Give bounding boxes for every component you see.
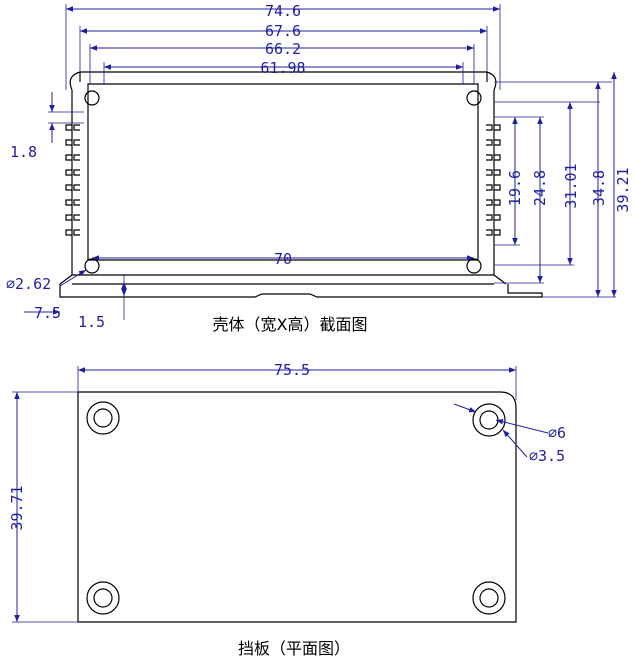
enclosure-outline — [59, 71, 543, 298]
plate-dimension-lines — [14, 367, 549, 622]
dim-height-34: 34.8 — [590, 170, 608, 206]
dim-hole-outer-diameter: ⌀6 — [548, 424, 566, 442]
end-plate-outline — [77, 391, 517, 623]
extension-lines — [30, 4, 616, 320]
dim-offset: 7.5 — [34, 304, 61, 322]
end-plate-caption: 挡板（平面图） — [238, 639, 350, 658]
dim-base-thickness: 1.5 — [78, 313, 105, 331]
end-plate-view: 75.5 39.71 ⌀6 ⌀3.5 挡板（平面图） — [8, 361, 566, 658]
dim-hole-diameter: ⌀2.62 — [6, 275, 51, 293]
dim-plate-height: 39.71 — [8, 485, 26, 530]
dim-height-31: 31.01 — [562, 163, 580, 208]
section-view-caption: 壳体（宽X高）截面图 — [213, 315, 368, 334]
dim-width-66: 66.2 — [265, 40, 301, 58]
dim-inner-width: 61.98 — [260, 59, 305, 77]
mounting-hole-top-right — [472, 403, 506, 437]
dim-overall-width: 74.6 — [265, 2, 301, 20]
dim-height-24: 24.8 — [531, 170, 549, 206]
mounting-hole-bottom-right — [472, 581, 506, 615]
dim-width-67: 67.6 — [265, 22, 301, 40]
plate-extension-lines — [12, 366, 517, 623]
dim-hole-inner-diameter: ⌀3.5 — [529, 447, 565, 465]
dim-plate-width: 75.5 — [274, 361, 310, 379]
dim-wall: 1.8 — [10, 143, 37, 161]
dimension-lines — [24, 6, 617, 315]
dim-fin-height: 19.6 — [506, 170, 524, 206]
enclosure-section-view: 74.6 67.6 66.2 61.98 70 19.6 24.8 31.01 … — [6, 2, 632, 334]
dim-rail-span: 70 — [274, 250, 292, 268]
mounting-hole-top-left — [86, 401, 120, 435]
mounting-hole-bottom-left — [86, 581, 120, 615]
dim-overall-height: 39.21 — [614, 167, 632, 212]
